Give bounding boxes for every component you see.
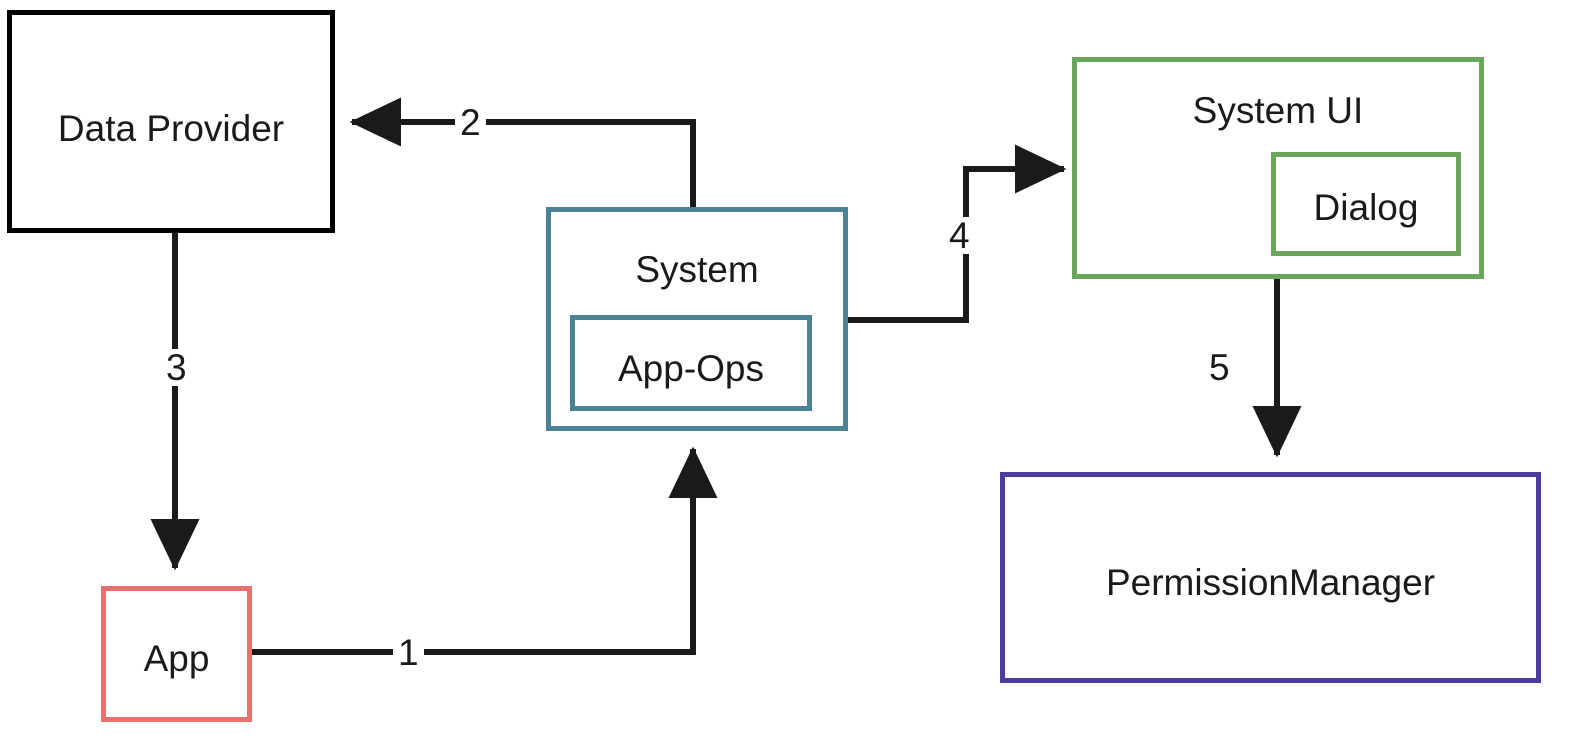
edge-label-4: 4 xyxy=(944,217,975,254)
node-app-ops[interactable]: App-Ops xyxy=(570,315,812,411)
node-dialog[interactable]: Dialog xyxy=(1271,152,1461,256)
node-data-provider-label: Data Provider xyxy=(57,108,285,149)
edge-2-path xyxy=(349,97,696,207)
edge-label-2: 2 xyxy=(455,104,486,141)
edge-label-1: 1 xyxy=(393,634,424,671)
node-dialog-label: Dialog xyxy=(1313,187,1419,228)
edge-label-5: 5 xyxy=(1209,347,1230,388)
node-app-label: App xyxy=(143,638,210,679)
node-system-label: System xyxy=(635,249,759,290)
edge-label-3: 3 xyxy=(161,349,192,386)
node-permission-manager[interactable]: PermissionManager xyxy=(1000,472,1541,683)
node-permission-manager-label: PermissionManager xyxy=(1105,562,1436,603)
node-app[interactable]: App xyxy=(101,586,252,722)
node-data-provider[interactable]: Data Provider xyxy=(7,10,335,233)
node-app-ops-label: App-Ops xyxy=(617,348,764,389)
edge-1-path xyxy=(252,446,718,655)
node-system-ui-label: System UI xyxy=(1192,90,1364,131)
